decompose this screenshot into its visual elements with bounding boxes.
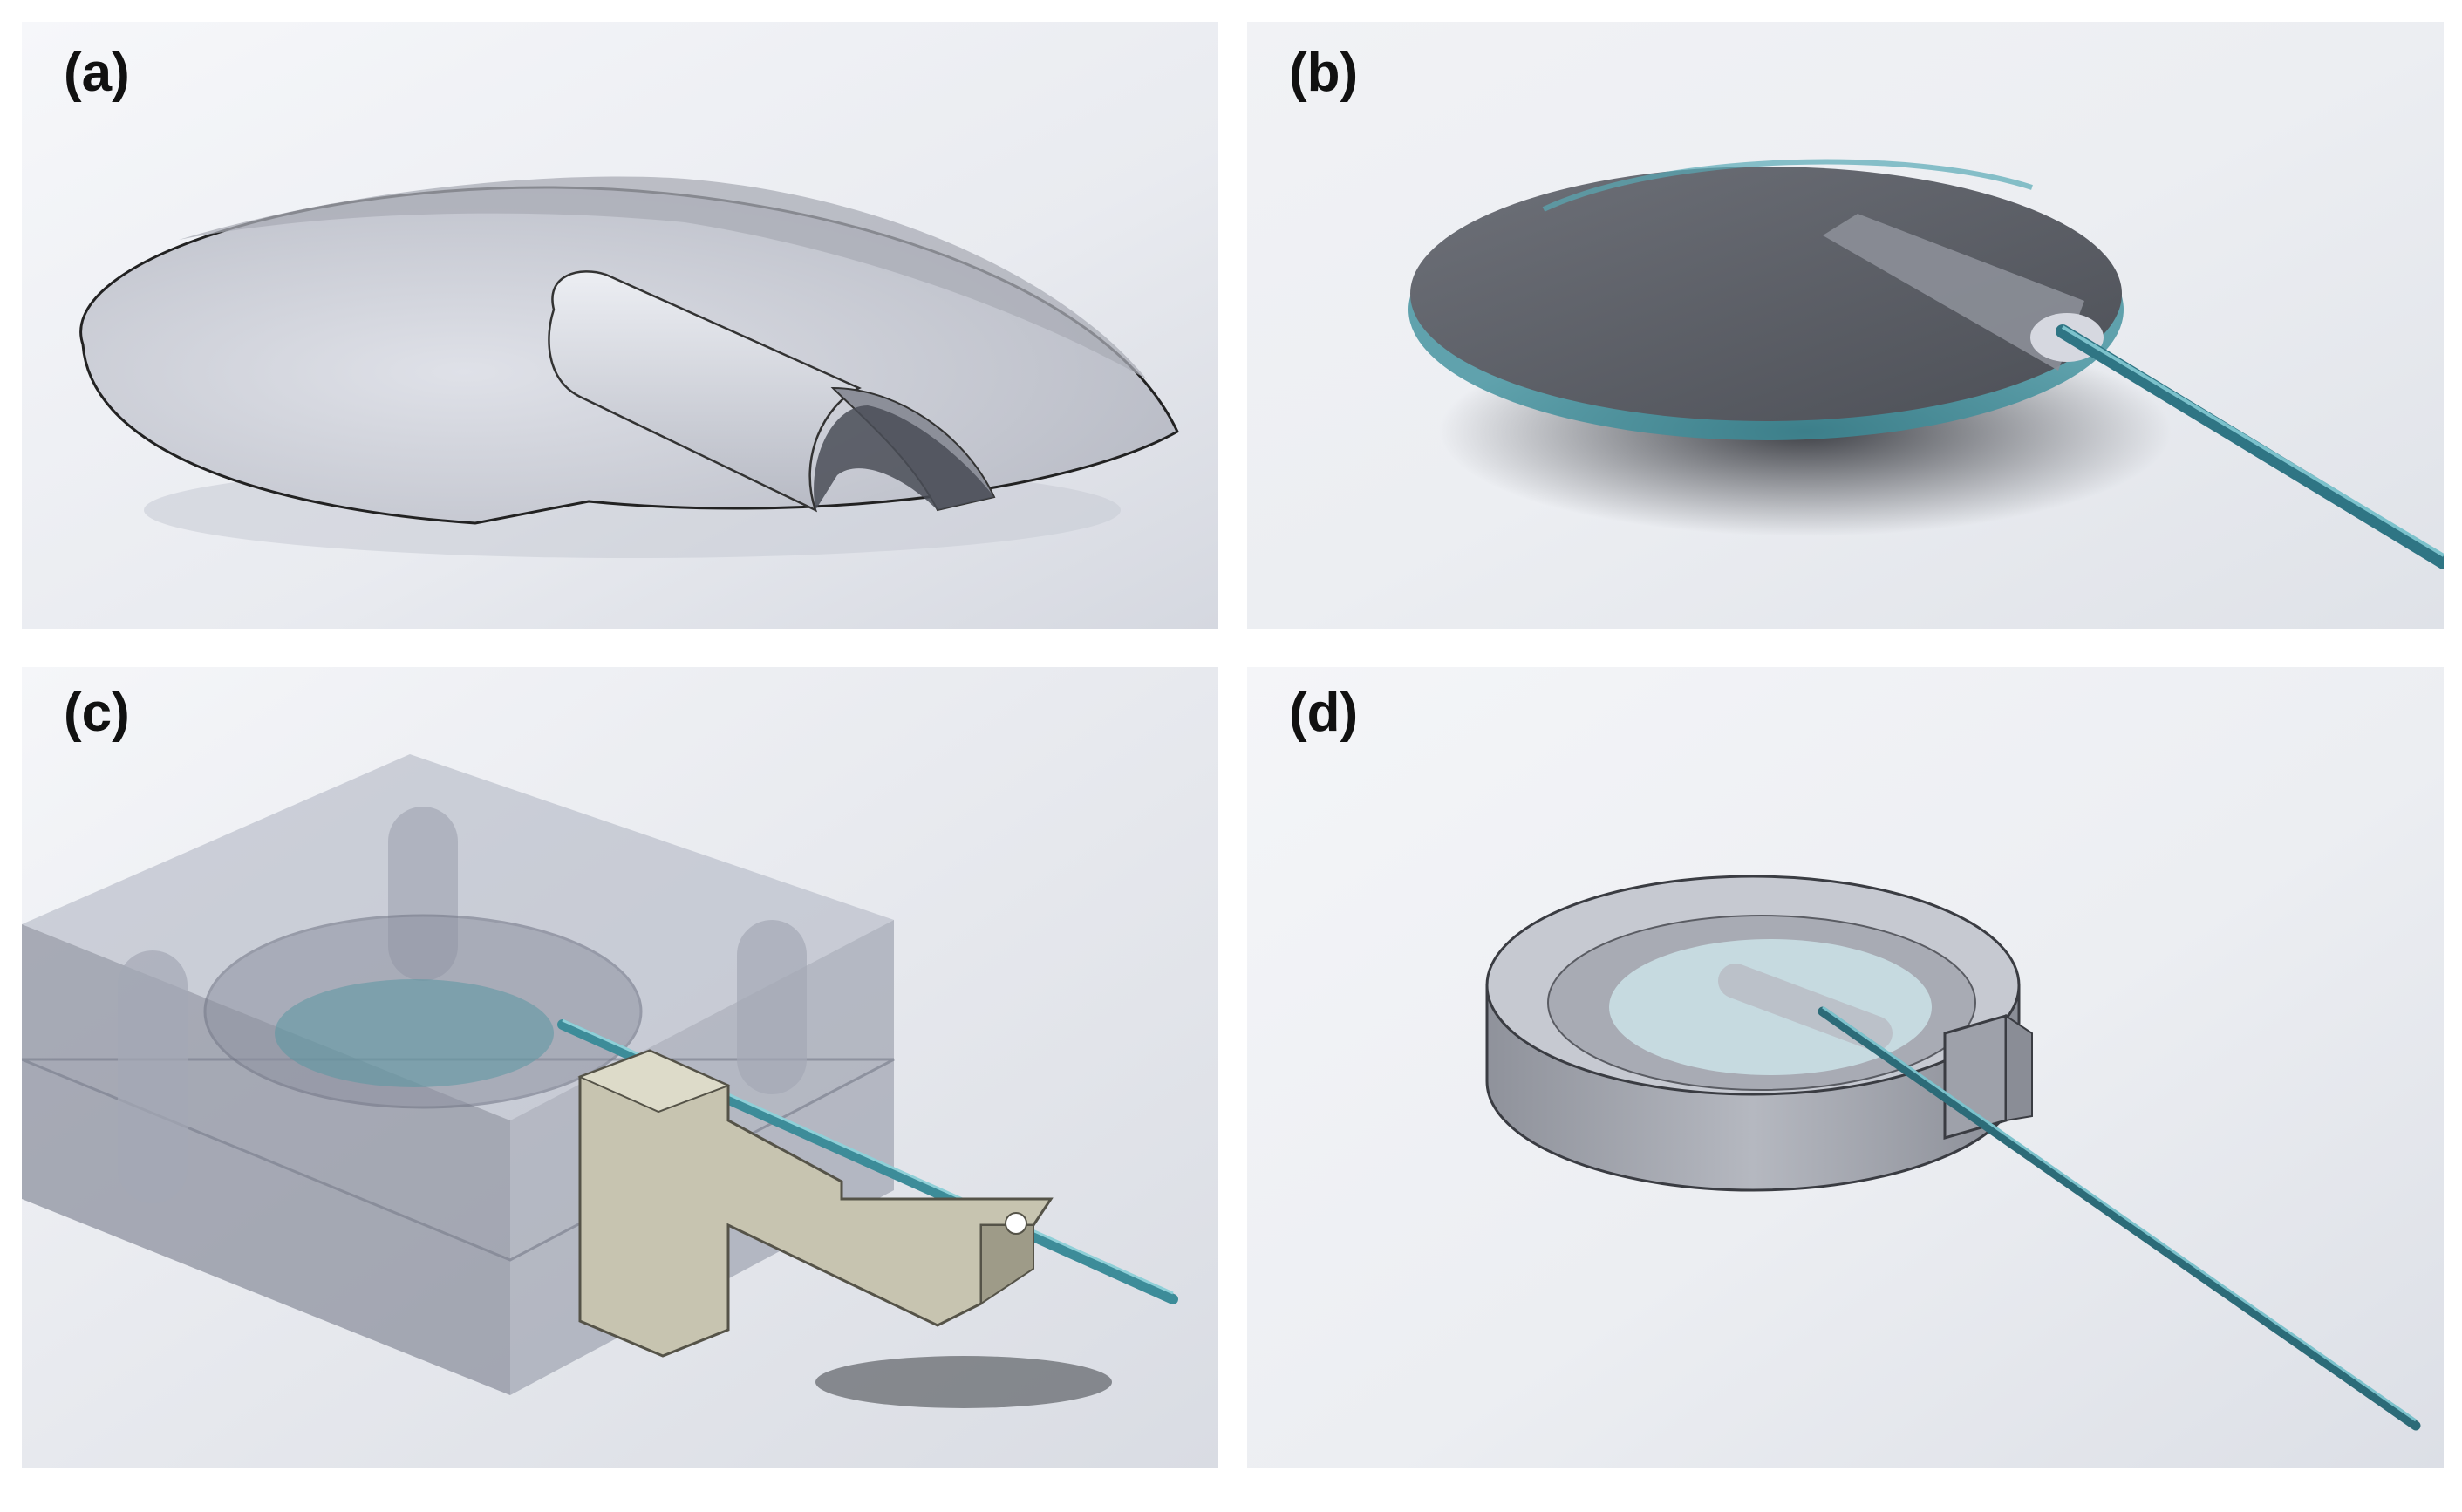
cup-channel (1718, 964, 1893, 1051)
dome-inner-rim (179, 176, 1147, 379)
pillar-1 (118, 950, 188, 1203)
fiber-b-highlight (2061, 325, 2444, 557)
bracket-shadow (815, 1356, 1112, 1408)
panel-c: (c) (22, 667, 1218, 1468)
disc-channel (1823, 214, 2084, 371)
panel-d: (d) (1247, 667, 2444, 1468)
port-box-face (2005, 1014, 2033, 1122)
panel-d-render (1247, 667, 2444, 1468)
pillar-3 (737, 920, 807, 1094)
panel-c-render (22, 667, 1218, 1468)
panel-a: (a) (22, 22, 1218, 629)
panel-b-label: (b) (1289, 43, 1359, 103)
bracket-hole (1005, 1212, 1027, 1235)
panel-b-render (1247, 22, 2444, 629)
fiber-d-highlight (1822, 1005, 2417, 1422)
lens-disc (1410, 167, 2122, 421)
inner-disc (275, 979, 554, 1087)
channel-tube (548, 270, 862, 513)
panel-d-label: (d) (1289, 683, 1359, 743)
panel-a-render (22, 22, 1218, 629)
panel-a-label: (a) (64, 43, 130, 103)
channel-cutout-opening (814, 405, 994, 510)
panel-b: (b) (1247, 22, 2444, 629)
fiber-d (1818, 1006, 2421, 1431)
bracket-top-face (577, 1049, 731, 1114)
fiber-b (2056, 324, 2444, 569)
disc-rim-highlight (1542, 159, 2033, 212)
panel-c-label: (c) (64, 683, 130, 743)
